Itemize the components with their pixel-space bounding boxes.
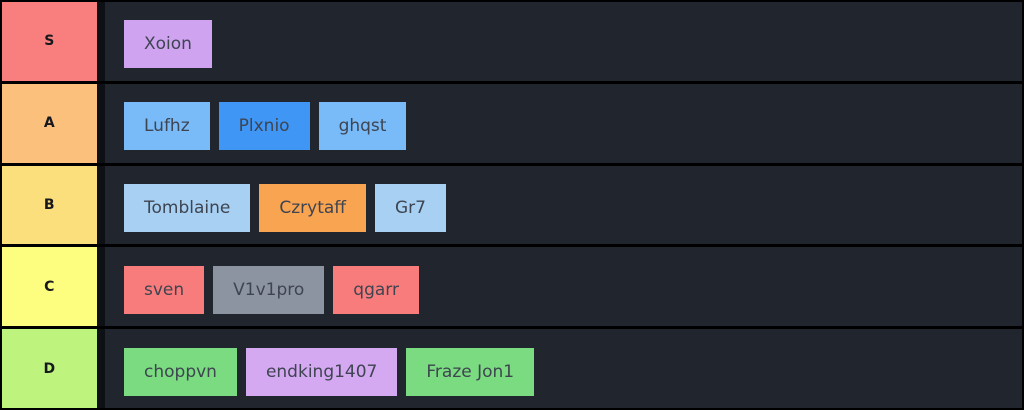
tier-label-s: S bbox=[2, 2, 97, 81]
tier-item[interactable]: Fraze Jon1 bbox=[406, 347, 535, 396]
tier-divider bbox=[97, 83, 105, 163]
tier-label-b: B bbox=[2, 165, 97, 245]
tier-divider bbox=[97, 329, 105, 408]
tier-row: D choppvn endking1407 Fraze Jon1 bbox=[2, 329, 1022, 408]
tier-row-content[interactable]: Tomblaine Czrytaff Gr7 bbox=[105, 165, 1022, 245]
tier-divider bbox=[97, 2, 105, 81]
tier-row-content[interactable]: Lufhz Plxnio ghqst bbox=[105, 83, 1022, 163]
tier-item[interactable]: choppvn bbox=[124, 347, 237, 396]
tier-item[interactable]: ghqst bbox=[318, 102, 407, 151]
tier-item[interactable]: qgarr bbox=[333, 265, 419, 314]
tier-item[interactable]: endking1407 bbox=[245, 347, 398, 396]
tier-item[interactable]: Plxnio bbox=[218, 102, 310, 151]
tier-label-d: D bbox=[2, 329, 97, 408]
tier-item[interactable]: Tomblaine bbox=[124, 183, 251, 232]
tier-row: A Lufhz Plxnio ghqst bbox=[2, 83, 1022, 163]
tier-label-c: C bbox=[2, 247, 97, 327]
tier-row: C sven V1v1pro qgarr bbox=[2, 247, 1022, 327]
tier-row-content[interactable]: sven V1v1pro qgarr bbox=[105, 247, 1022, 327]
tier-row: B Tomblaine Czrytaff Gr7 bbox=[2, 165, 1022, 245]
tier-item[interactable]: sven bbox=[124, 265, 205, 314]
tier-label-a: A bbox=[2, 83, 97, 163]
tier-item[interactable]: Xoion bbox=[124, 20, 212, 69]
tier-item[interactable]: V1v1pro bbox=[213, 265, 325, 314]
tier-divider bbox=[97, 165, 105, 245]
tier-divider bbox=[97, 247, 105, 327]
tier-item[interactable]: Gr7 bbox=[375, 183, 446, 232]
tier-item[interactable]: Lufhz bbox=[124, 102, 210, 151]
tier-item[interactable]: Czrytaff bbox=[259, 183, 366, 232]
tier-row: S Xoion bbox=[2, 2, 1022, 81]
tier-row-content[interactable]: Xoion bbox=[105, 2, 1022, 81]
tier-row-content[interactable]: choppvn endking1407 Fraze Jon1 bbox=[105, 329, 1022, 408]
